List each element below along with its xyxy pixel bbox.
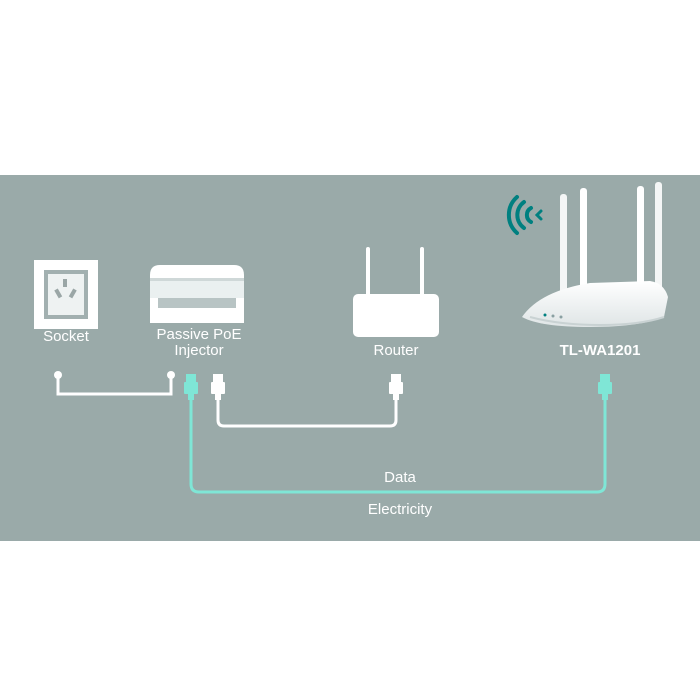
access-point-icon — [522, 182, 668, 327]
socket-power-cable — [54, 371, 175, 396]
connection-diagram — [34, 182, 668, 494]
connection-diagram-panel: Socket Passive PoE Injector Router TL-WA… — [0, 175, 700, 541]
socket-icon — [34, 260, 98, 329]
data-label: Data — [384, 469, 416, 486]
injector-label-line2: Injector — [174, 342, 224, 359]
poe-injector-icon — [150, 265, 244, 323]
access-point-label: TL-WA1201 — [559, 342, 641, 359]
electricity-label: Electricity — [367, 501, 433, 518]
injector-poe-port-connector — [184, 374, 198, 400]
access-point-port-connector — [598, 374, 612, 400]
router-port-connector — [389, 374, 403, 400]
router-label: Router — [373, 342, 419, 359]
injector-lan-port-connector — [211, 374, 225, 400]
injector-label-line1: Passive PoE — [156, 326, 242, 343]
poe-ethernet-cable — [189, 399, 607, 494]
data-ethernet-cable — [216, 400, 398, 428]
router-icon — [353, 247, 439, 337]
wifi-signal-icon — [506, 195, 543, 235]
socket-label: Socket — [43, 328, 89, 345]
